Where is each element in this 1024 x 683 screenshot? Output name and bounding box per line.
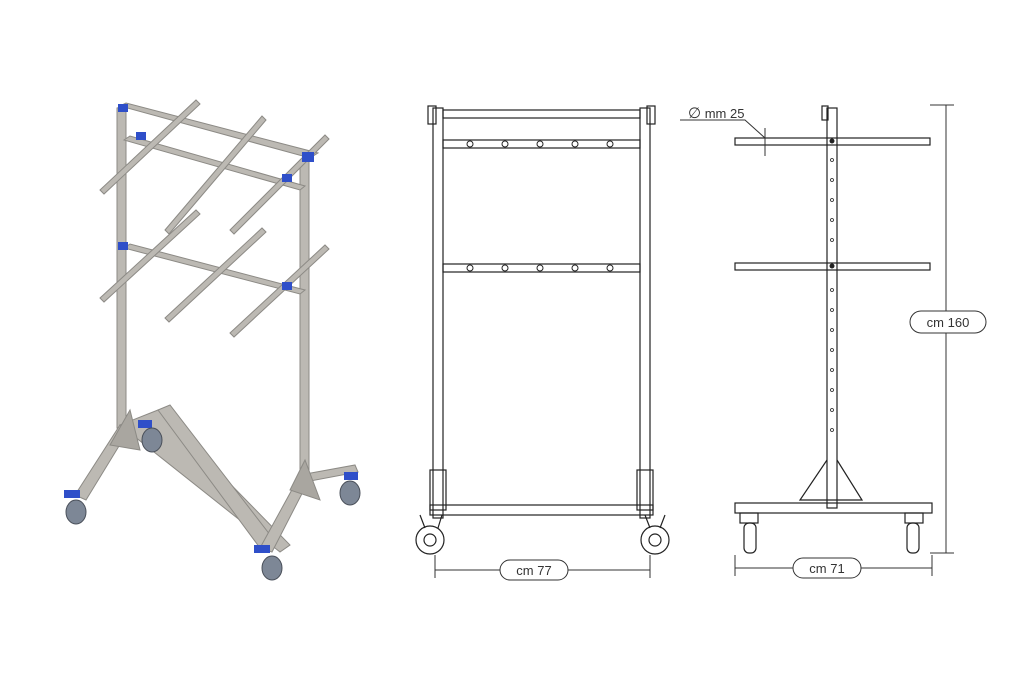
width-side-label: cm 71: [809, 561, 844, 576]
height-label: cm 160: [927, 315, 970, 330]
rack-front-view: [415, 105, 670, 555]
rack-3d-view: [74, 99, 359, 553]
rack-side-view: [734, 105, 933, 554]
diameter-label: ∅ mm 25: [688, 105, 744, 122]
wheel-icons: [65, 427, 361, 581]
dimension-width-side: [734, 555, 933, 579]
dimension-diameter: [680, 119, 766, 156]
dimension-width-front: [434, 555, 651, 581]
width-front-label: cm 77: [516, 563, 551, 578]
dimension-height: [909, 104, 987, 554]
clamp-icons: [64, 104, 358, 553]
